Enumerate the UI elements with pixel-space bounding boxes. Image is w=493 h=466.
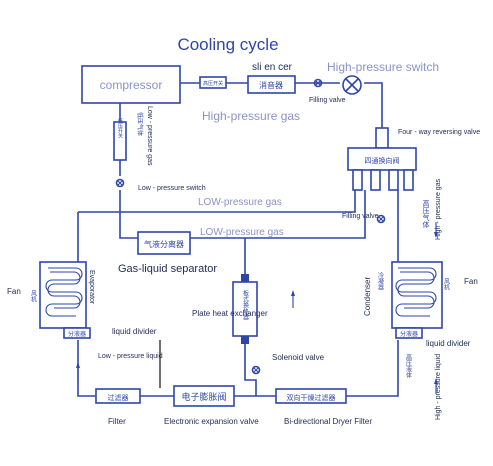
electronic-expansion-valve-box: 电子膨胀阀 <box>173 385 235 407</box>
plate-label-1: Plate heat exchanger <box>192 309 268 318</box>
filling-valve-mid: Filling valve <box>342 213 386 224</box>
svg-text:低压气体: 低压气体 <box>136 112 144 136</box>
svg-text:风机: 风机 <box>443 278 450 291</box>
liquid-divider-left-label: liquid divider <box>112 327 157 336</box>
hp-switch-box: 高压开关 <box>199 76 227 89</box>
arrow-up-plate <box>291 290 295 296</box>
low-pressure-gas-vertical-label: Low - pressure gas <box>146 106 153 166</box>
svg-text:高压气体: 高压气体 <box>422 199 430 229</box>
arrow-up-right-hp <box>434 232 438 238</box>
svg-text:分液器: 分液器 <box>400 330 418 338</box>
svg-text:分液器: 分液器 <box>68 330 86 338</box>
gas-liquid-separator: 气液分离器 Gas-liquid separator <box>118 231 217 275</box>
filling-valve-top: Filling valve <box>309 78 346 104</box>
low-pressure-switch-valve: Low - pressure switch <box>115 178 206 192</box>
eev-label: Electronic expansion valve <box>164 417 259 426</box>
svg-text:气液分离器: 气液分离器 <box>144 239 184 249</box>
svg-text:双向干燥过滤器: 双向干燥过滤器 <box>287 393 336 402</box>
high-pressure-liquid-label: High - pressure liquid <box>435 354 442 420</box>
condenser-label: Condenser <box>363 277 372 316</box>
filling-valve-top-label: Filling valve <box>309 97 346 104</box>
silencer-label: sli en cer <box>252 62 293 73</box>
solenoid-valve: Solenoid valve <box>251 353 325 375</box>
high-pressure-switch: High-pressure switch <box>327 60 439 95</box>
svg-text:高压液体: 高压液体 <box>405 353 412 379</box>
condenser-right: 分液器 冷凝器 风机 <box>377 261 450 339</box>
svg-text:风机: 风机 <box>30 290 37 303</box>
svg-text:消音器: 消音器 <box>259 80 283 90</box>
four-way-valve: 四通换向阀 Four - way reversing valve <box>347 127 480 191</box>
arrow-up-right-liquid <box>434 378 438 384</box>
gas-liquid-separator-label: Gas-liquid separator <box>118 263 217 275</box>
bidirectional-filter-label: Bi-directional Dryer Filter <box>284 417 372 426</box>
svg-text:低压开关: 低压开关 <box>117 117 123 139</box>
pipe-lines <box>77 82 399 397</box>
high-pressure-gas-right-label: High - pressure gas <box>435 178 442 240</box>
filter-box: 过滤器 <box>95 388 141 404</box>
low-pressure-gas-label-1: LOW-pressure gas <box>198 197 282 208</box>
filling-valve-mid-label: Filling valve <box>342 213 379 220</box>
arrow-up-left <box>76 362 80 368</box>
plate-heat-exchanger: 板式换热器 <box>232 274 258 344</box>
svg-text:四通换向阀: 四通换向阀 <box>365 156 400 165</box>
compressor-box: compressor <box>81 65 181 104</box>
lp-switch-box: 低压开关 <box>113 117 127 161</box>
svg-text:过滤器: 过滤器 <box>108 393 129 402</box>
svg-text:板式换热器: 板式换热器 <box>242 289 249 321</box>
filter-label: Filter <box>108 417 126 426</box>
bidirectional-dryer-filter-box: 双向干燥过滤器 <box>275 388 347 404</box>
flow-arrows <box>76 222 438 394</box>
low-pressure-gas-label-2: LOW-pressure gas <box>200 227 284 238</box>
low-pressure-switch-label: Low - pressure switch <box>138 185 206 192</box>
silencer: 消音器 sli en cer <box>247 62 296 94</box>
four-way-valve-label: Four - way reversing valve <box>398 129 480 136</box>
high-pressure-switch-label: High-pressure switch <box>327 60 439 74</box>
compressor-label: compressor <box>100 78 163 92</box>
low-pressure-liquid-label: Low - pressure liquid <box>98 353 163 360</box>
evaporator-label: Evaporator <box>88 270 95 305</box>
evaporator-left: 分液器 风机 <box>30 261 91 339</box>
fan-left-label: Fan <box>7 287 21 296</box>
svg-text:电子膨胀阀: 电子膨胀阀 <box>181 391 226 403</box>
high-pressure-gas-label: High-pressure gas <box>202 109 300 123</box>
solenoid-valve-label: Solenoid valve <box>272 353 325 362</box>
diagram-title: Cooling cycle <box>177 35 278 54</box>
liquid-divider-right-label: liquid divider <box>426 339 471 348</box>
svg-text:冷凝器: 冷凝器 <box>377 271 384 291</box>
fan-right-label: Fan <box>464 277 478 286</box>
svg-text:高压开关: 高压开关 <box>203 80 223 87</box>
